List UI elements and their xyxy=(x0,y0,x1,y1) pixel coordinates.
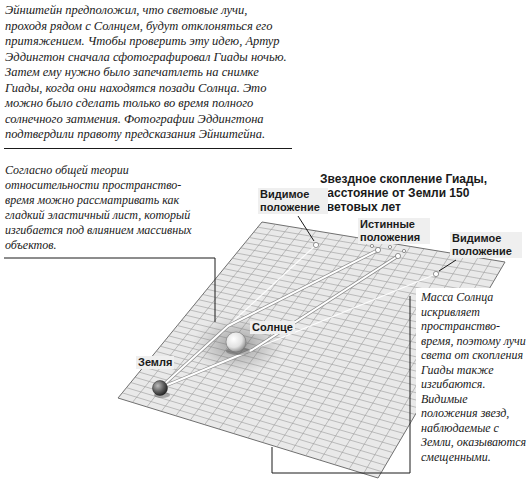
leader-line xyxy=(4,258,215,322)
position-label: Видимое положение xyxy=(450,232,522,258)
apparent-ray xyxy=(228,245,316,326)
grid-line xyxy=(139,372,397,446)
grid-line xyxy=(152,357,408,428)
star-dot xyxy=(313,242,318,247)
light-rays xyxy=(160,245,436,388)
leader-line xyxy=(439,260,456,271)
star-dot xyxy=(375,247,380,252)
ray-shadow xyxy=(160,250,378,388)
sun-label: Солнце xyxy=(250,321,295,334)
leader-line xyxy=(4,148,292,149)
earth-label: Земля xyxy=(136,356,174,369)
position-label: Истинные положения xyxy=(358,218,430,244)
star-dot xyxy=(395,253,400,258)
star-dot xyxy=(370,244,373,247)
star-dot xyxy=(433,271,438,276)
earth-sphere xyxy=(153,381,168,396)
apparent-ray xyxy=(252,274,436,350)
star-dot xyxy=(402,249,405,252)
light-ray xyxy=(160,256,398,388)
grid-line xyxy=(126,388,385,466)
grid-line xyxy=(156,351,412,420)
hyades-stars xyxy=(313,242,438,276)
leader-line xyxy=(298,216,314,241)
ray-shadow xyxy=(160,256,398,388)
intro-note: Эйнштейн предположил, что световые лучи,… xyxy=(5,3,292,143)
grid-line xyxy=(131,382,390,458)
light-ray xyxy=(160,250,378,388)
star-dot xyxy=(388,245,391,248)
grid-line xyxy=(135,377,393,452)
sun-sphere xyxy=(226,332,246,352)
callout-note: Масса Солнца искривляет пространство-вре… xyxy=(416,288,529,467)
callout-note: Согласно общей теории относительности пр… xyxy=(5,163,210,253)
cluster-label: Звездное скопление Гиады, расстояние от … xyxy=(320,172,528,214)
position-label: Видимое положение xyxy=(258,188,328,214)
